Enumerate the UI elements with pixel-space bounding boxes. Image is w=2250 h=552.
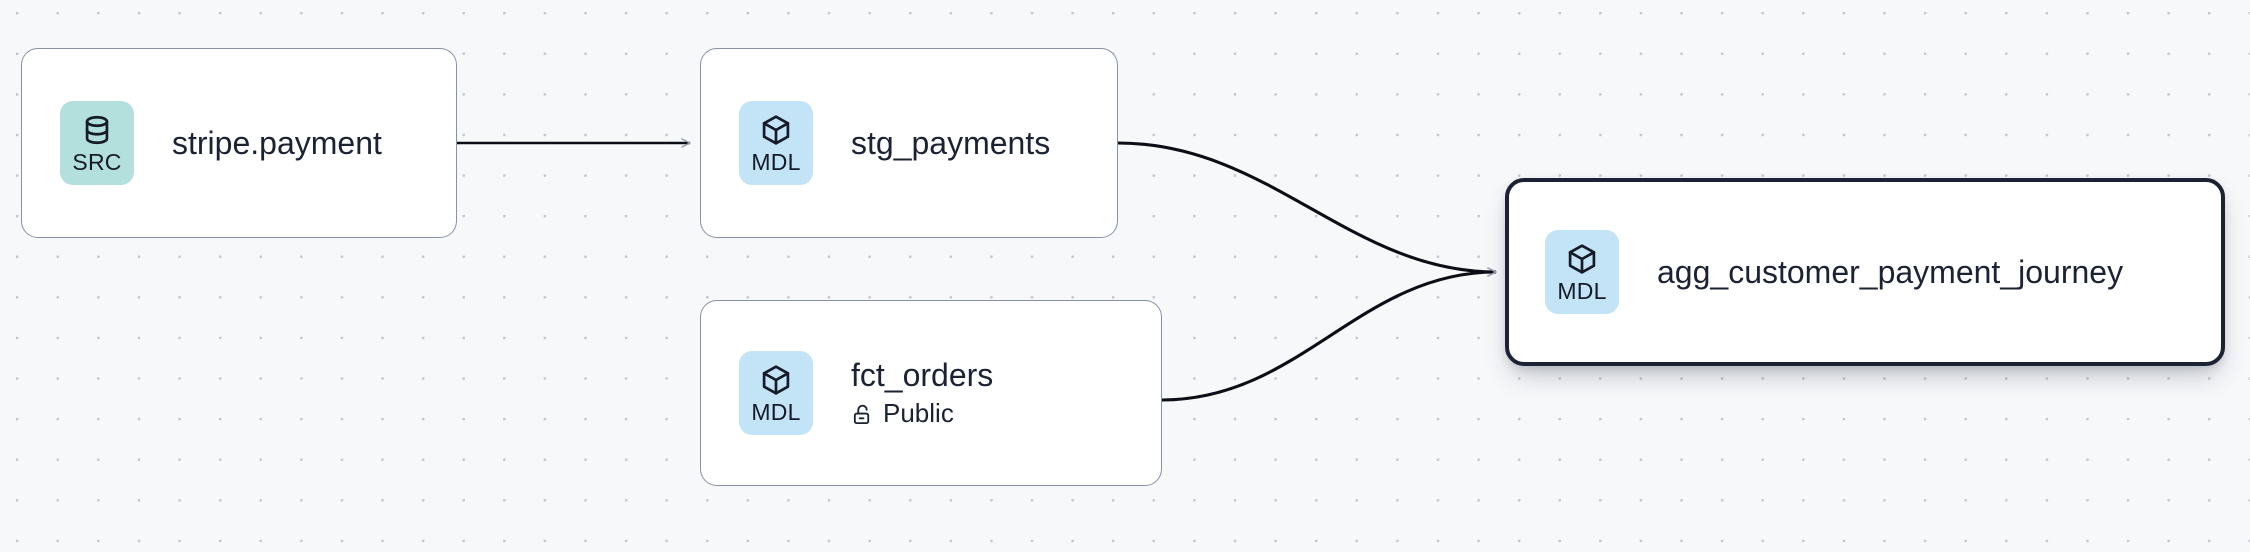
- lineage-node-agg-customer-payment-journey[interactable]: MDL agg_customer_payment_journey: [1505, 178, 2225, 366]
- cube-icon: [1565, 242, 1599, 276]
- badge-label: MDL: [751, 398, 801, 425]
- cube-icon: [759, 363, 793, 397]
- lineage-node-fct-orders[interactable]: MDL fct_orders Public: [700, 300, 1162, 486]
- source-type-badge: SRC: [60, 101, 134, 185]
- node-body: fct_orders Public: [851, 357, 993, 430]
- badge-label: MDL: [751, 148, 801, 175]
- visibility-status: Public: [851, 399, 993, 429]
- badge-label: SRC: [72, 148, 122, 175]
- edge-fct-to-agg: [1161, 267, 1497, 402]
- node-title: stg_payments: [851, 124, 1051, 161]
- node-body: stg_payments: [851, 125, 1050, 162]
- database-icon: [80, 113, 114, 147]
- unlock-icon: [851, 403, 874, 426]
- model-type-badge: MDL: [739, 351, 813, 435]
- lineage-node-stripe-payment[interactable]: SRC stripe.payment: [21, 48, 457, 238]
- node-title: fct_orders: [851, 356, 994, 393]
- node-title: agg_customer_payment_journey: [1657, 253, 2124, 290]
- node-body: agg_customer_payment_journey: [1657, 254, 2123, 291]
- visibility-label: Public: [883, 398, 954, 429]
- model-type-badge: MDL: [1545, 230, 1619, 314]
- node-title: stripe.payment: [172, 124, 382, 161]
- model-type-badge: MDL: [739, 101, 813, 185]
- cube-icon: [759, 113, 793, 147]
- edge-stg-to-agg: [1117, 141, 1497, 277]
- lineage-node-stg-payments[interactable]: MDL stg_payments: [700, 48, 1118, 238]
- badge-label: MDL: [1557, 277, 1607, 304]
- node-body: stripe.payment: [172, 125, 382, 162]
